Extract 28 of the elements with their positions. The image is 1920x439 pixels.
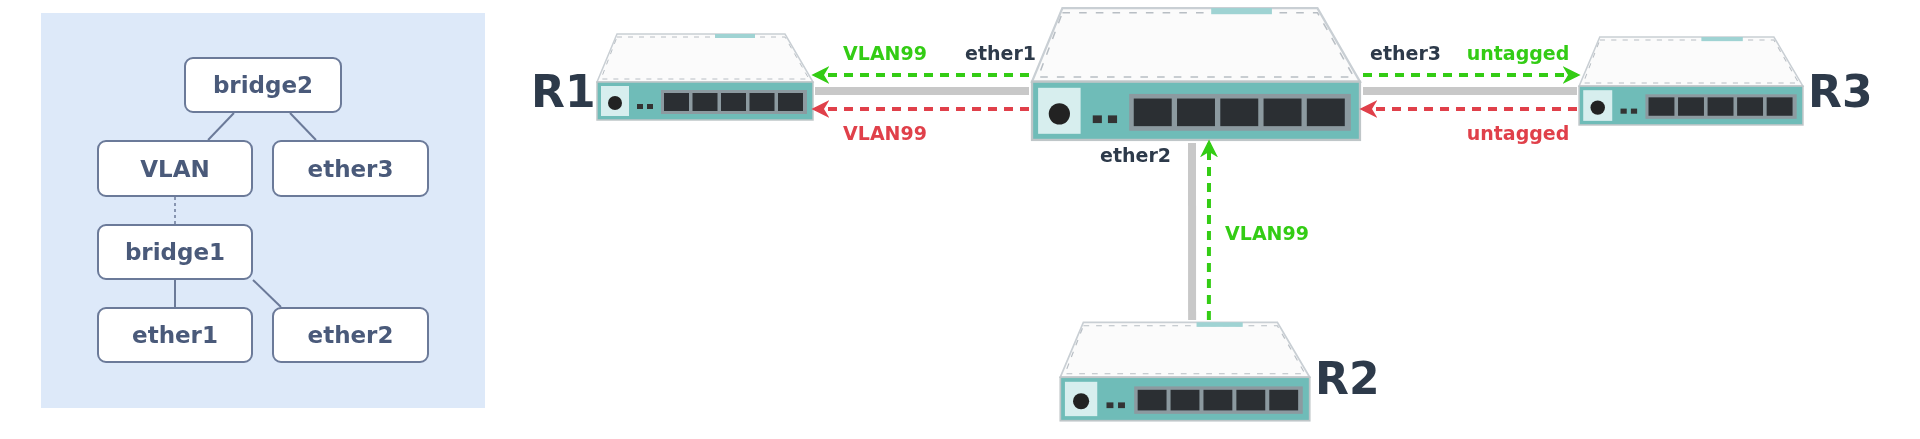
arrow (1359, 100, 1577, 119)
router-label: R1 (531, 70, 596, 114)
port-label: ether2 (1100, 146, 1171, 165)
connector-line (207, 112, 235, 141)
edge-label: untagged (1466, 43, 1570, 63)
port-label: ether1 (965, 44, 1036, 63)
router-label: R3 (1808, 70, 1873, 114)
arrow (811, 100, 1029, 119)
arrow (1200, 139, 1218, 320)
interface-box: ether2 (272, 307, 429, 363)
connector-line (174, 279, 176, 308)
connector-line (174, 196, 176, 225)
edge-label: VLAN99 (843, 123, 927, 143)
connector-line (289, 112, 317, 141)
interface-box: ether3 (272, 140, 429, 197)
edge-label: VLAN99 (1225, 223, 1309, 243)
arrow (811, 66, 1029, 84)
interface-box: VLAN (97, 140, 253, 197)
connector-line (252, 279, 282, 308)
interface-box: ether1 (97, 307, 253, 363)
router-label: R2 (1315, 357, 1380, 401)
edge-label: untagged (1466, 123, 1570, 143)
edge-label: VLAN99 (843, 43, 927, 63)
panel-background (41, 13, 485, 408)
interface-box: bridge1 (97, 224, 253, 280)
port-label: ether3 (1370, 44, 1441, 63)
arrow (1363, 66, 1581, 84)
interface-box: bridge2 (184, 57, 342, 113)
